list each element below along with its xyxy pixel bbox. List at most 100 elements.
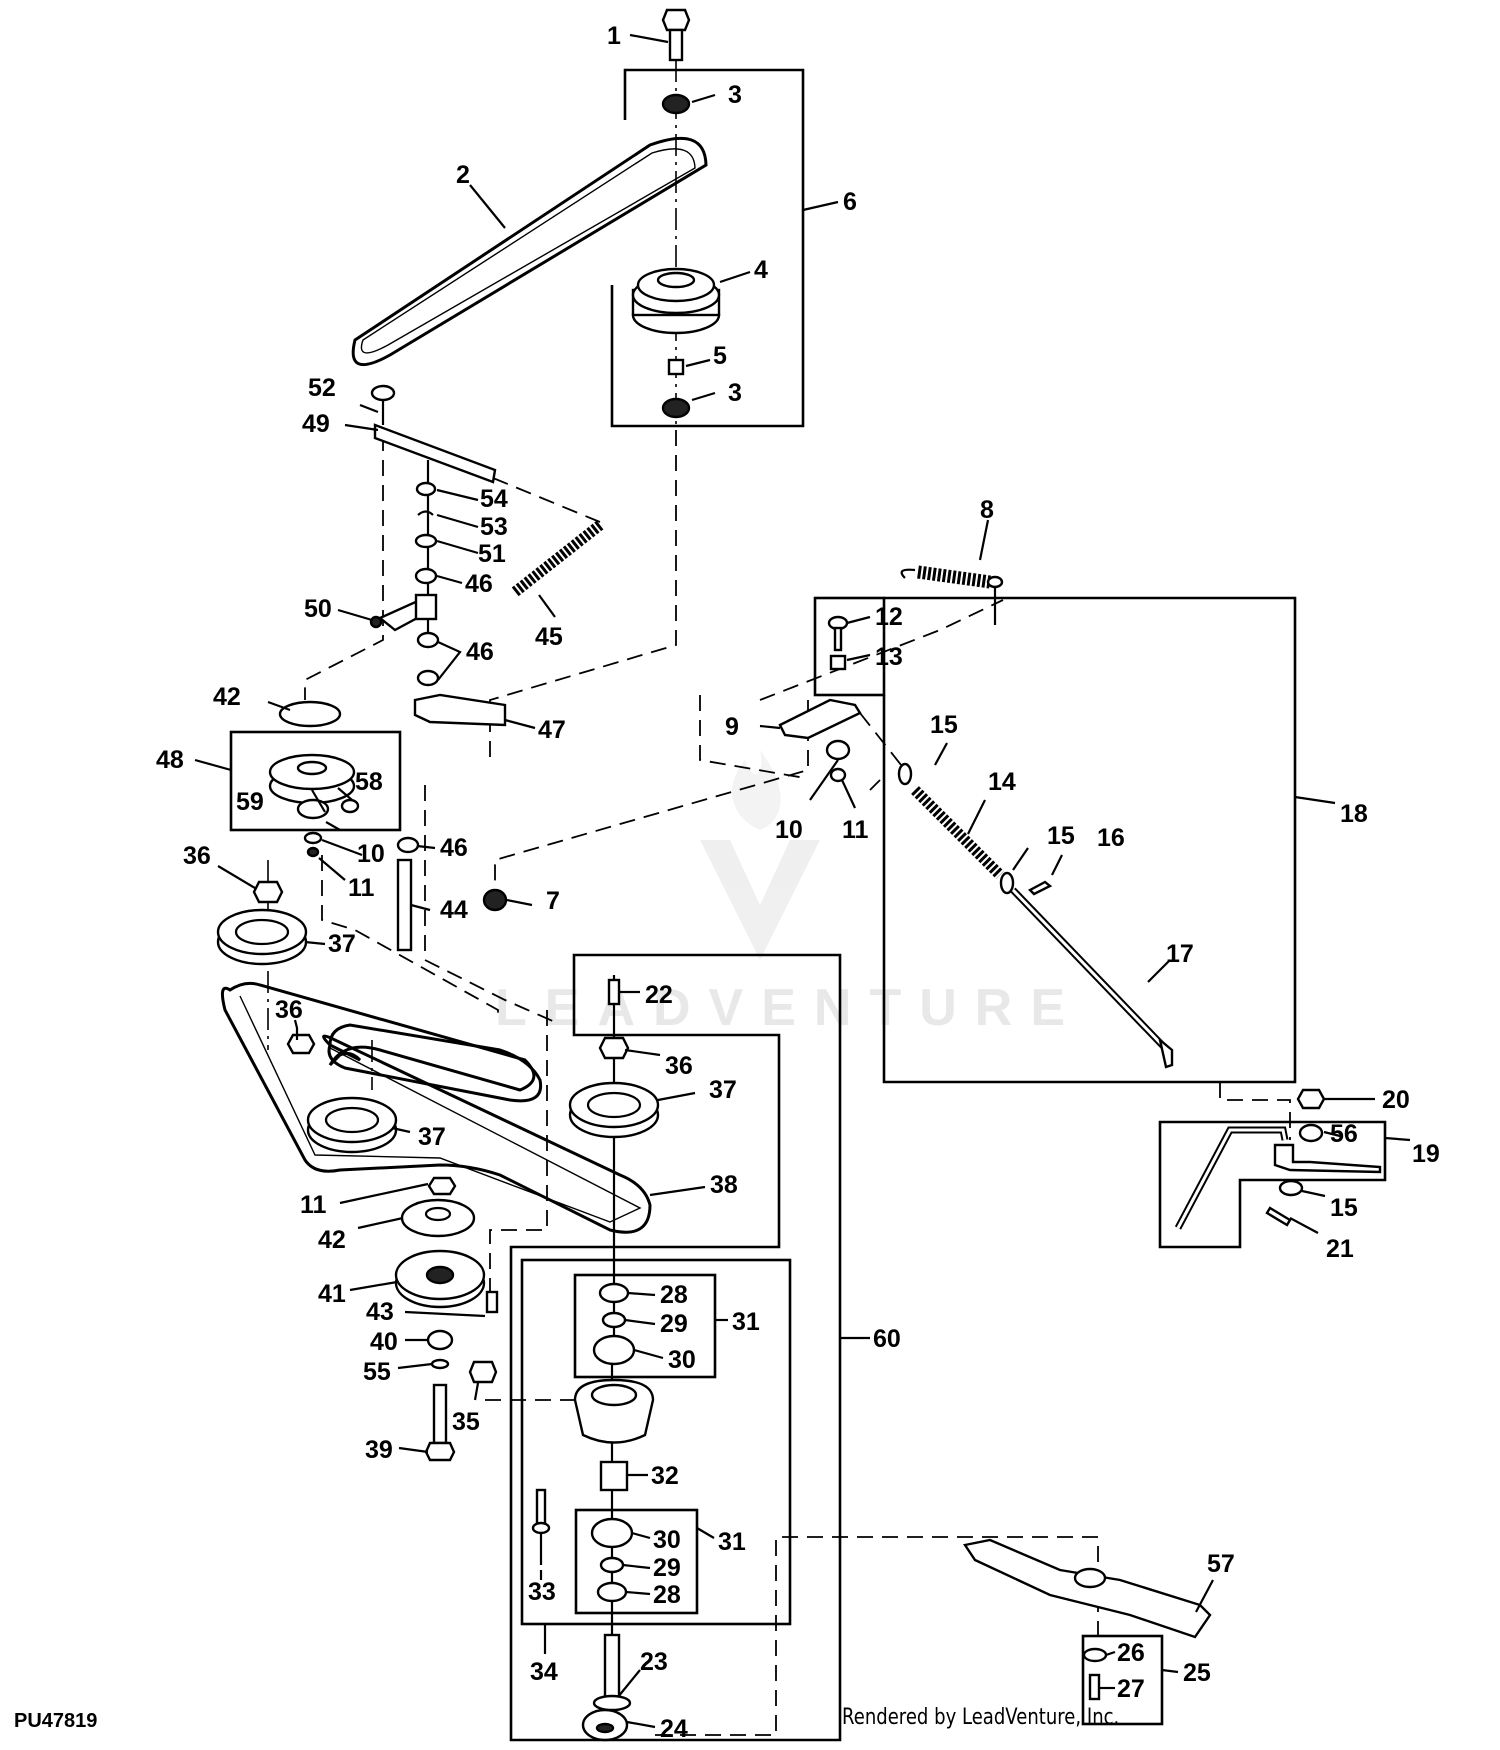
bolt-icon <box>661 8 691 62</box>
callout-37[interactable]: 37 <box>328 930 356 958</box>
callout-53[interactable]: 53 <box>480 513 508 541</box>
assembly-path <box>304 435 384 700</box>
callout-13[interactable]: 13 <box>875 643 903 671</box>
callout-58[interactable]: 58 <box>355 768 383 796</box>
callout-36[interactable]: 36 <box>183 842 211 870</box>
callout-31[interactable]: 31 <box>732 1308 760 1336</box>
callout-27[interactable]: 27 <box>1117 1675 1145 1703</box>
callout-24[interactable]: 24 <box>660 1715 688 1743</box>
callout-32[interactable]: 32 <box>651 1462 679 1490</box>
assembly-path <box>424 785 556 1023</box>
washer-icon <box>414 533 438 549</box>
callout-10[interactable]: 10 <box>357 840 385 868</box>
callout-46[interactable]: 46 <box>440 834 468 862</box>
callout-28[interactable]: 28 <box>653 1581 681 1609</box>
idler-pulley-icon <box>268 753 356 805</box>
pivot-icon <box>414 593 438 621</box>
callout-6[interactable]: 6 <box>843 188 857 216</box>
callout-22[interactable]: 22 <box>645 981 673 1009</box>
callout-8[interactable]: 8 <box>980 496 994 524</box>
pulley-icon <box>631 267 721 335</box>
washer-icon <box>999 871 1015 895</box>
callout-29[interactable]: 29 <box>653 1554 681 1582</box>
spindle-pulley-icon <box>568 1081 660 1139</box>
nut-icon <box>1296 1088 1326 1110</box>
callout-14[interactable]: 14 <box>988 768 1016 796</box>
callout-11[interactable]: 11 <box>842 816 869 844</box>
callout-1[interactable]: 1 <box>607 22 621 50</box>
callout-56[interactable]: 56 <box>1330 1120 1358 1148</box>
callout-18[interactable]: 18 <box>1340 800 1368 828</box>
callout-50[interactable]: 50 <box>304 595 332 623</box>
nut-icon <box>598 1036 630 1060</box>
callout-5[interactable]: 5 <box>713 342 727 370</box>
callout-28[interactable]: 28 <box>660 1281 688 1309</box>
callout-15[interactable]: 15 <box>1330 1194 1358 1222</box>
callout-57[interactable]: 57 <box>1207 1550 1235 1578</box>
spacer-icon <box>599 1460 629 1492</box>
callout-40[interactable]: 40 <box>370 1328 398 1356</box>
callout-45[interactable]: 45 <box>535 623 563 651</box>
callout-37[interactable]: 37 <box>418 1123 446 1151</box>
cover-plate-icon <box>278 700 342 728</box>
callout-44[interactable]: 44 <box>440 896 468 924</box>
callout-34[interactable]: 34 <box>530 1658 558 1686</box>
cotter-pin-icon <box>1265 1206 1292 1227</box>
callout-21[interactable]: 21 <box>1326 1235 1354 1263</box>
callout-15[interactable]: 15 <box>1047 822 1075 850</box>
callout-59[interactable]: 59 <box>236 788 264 816</box>
callout-11[interactable]: 11 <box>300 1191 327 1219</box>
callout-42[interactable]: 42 <box>213 683 241 711</box>
callout-33[interactable]: 33 <box>528 1578 556 1606</box>
callout-42[interactable]: 42 <box>318 1226 346 1254</box>
callout-54[interactable]: 54 <box>480 485 508 513</box>
callout-51[interactable]: 51 <box>478 540 506 568</box>
callout-30[interactable]: 30 <box>653 1526 681 1554</box>
callout-36[interactable]: 36 <box>275 996 303 1024</box>
callout-35[interactable]: 35 <box>452 1408 480 1436</box>
callout-26[interactable]: 26 <box>1117 1639 1145 1667</box>
callout-31[interactable]: 31 <box>718 1528 746 1556</box>
callout-20[interactable]: 20 <box>1382 1086 1410 1114</box>
assembly-path <box>489 430 677 760</box>
callout-11[interactable]: 11 <box>348 874 375 902</box>
callout-49[interactable]: 49 <box>302 410 330 438</box>
bearing-icon <box>596 1581 628 1603</box>
callout-3[interactable]: 3 <box>728 379 742 407</box>
assembly-path <box>869 779 881 791</box>
callout-55[interactable]: 55 <box>363 1358 391 1386</box>
callout-9[interactable]: 9 <box>725 713 739 741</box>
callout-47[interactable]: 47 <box>538 716 566 744</box>
callout-60[interactable]: 60 <box>873 1325 901 1353</box>
callout-43[interactable]: 43 <box>366 1298 394 1326</box>
callout-10[interactable]: 10 <box>775 816 803 844</box>
callout-36[interactable]: 36 <box>665 1052 693 1080</box>
callout-52[interactable]: 52 <box>308 374 336 402</box>
callout-12[interactable]: 12 <box>875 603 903 631</box>
callout-25[interactable]: 25 <box>1183 1659 1211 1687</box>
callout-15[interactable]: 15 <box>930 711 958 739</box>
washer-icon <box>1298 1123 1324 1143</box>
group-box-6 <box>610 68 805 428</box>
callout-48[interactable]: 48 <box>156 746 184 774</box>
callout-37[interactable]: 37 <box>709 1076 737 1104</box>
callout-4[interactable]: 4 <box>754 256 768 284</box>
callout-7[interactable]: 7 <box>546 887 560 915</box>
callout-16[interactable]: 16 <box>1097 824 1125 852</box>
callout-19[interactable]: 19 <box>1412 1140 1440 1168</box>
callout-30[interactable]: 30 <box>668 1346 696 1374</box>
nut-icon <box>829 654 847 671</box>
callout-39[interactable]: 39 <box>365 1436 393 1464</box>
callout-41[interactable]: 41 <box>318 1280 346 1308</box>
callout-2[interactable]: 2 <box>456 161 470 189</box>
nut-icon <box>252 880 284 904</box>
callout-3[interactable]: 3 <box>728 81 742 109</box>
callout-23[interactable]: 23 <box>640 1648 668 1676</box>
callout-29[interactable]: 29 <box>660 1310 688 1338</box>
callout-38[interactable]: 38 <box>710 1171 738 1199</box>
nut-icon <box>286 1033 316 1055</box>
callout-17[interactable]: 17 <box>1166 940 1194 968</box>
callout-46[interactable]: 46 <box>465 570 493 598</box>
callout-46[interactable]: 46 <box>466 638 494 666</box>
